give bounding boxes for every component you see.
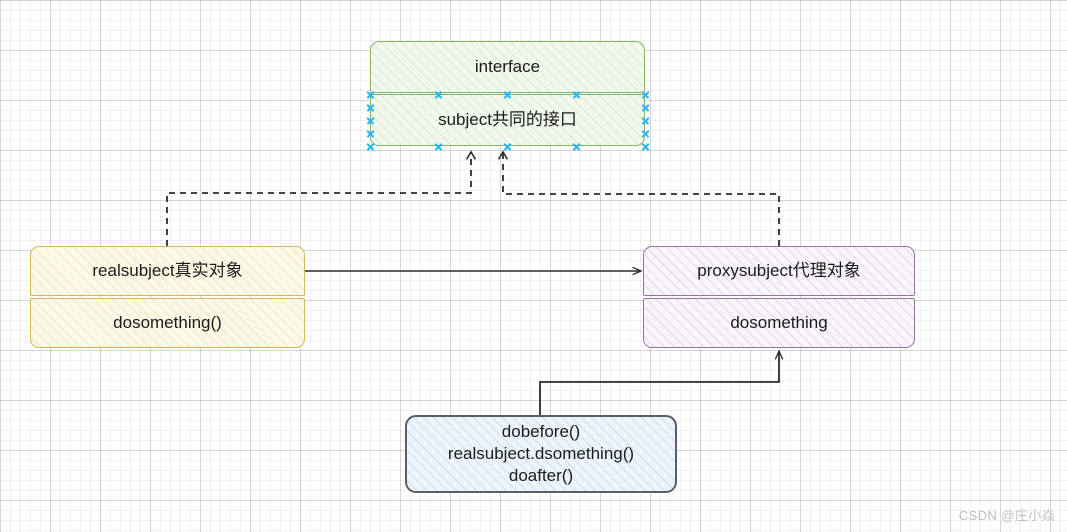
node-proxy-note-label: dobefore() realsubject.dsomething() doaf… — [447, 422, 635, 485]
edge-proxysubject-implements-interface — [503, 152, 780, 246]
node-realsubject-header[interactable]: realsubject真实对象 — [30, 246, 305, 296]
node-realsubject-body-label: dosomething() — [113, 313, 222, 333]
node-interface-body[interactable]: subject共同的接口 — [370, 94, 645, 146]
node-proxy-note[interactable]: dobefore() realsubject.dsomething() doaf… — [405, 415, 677, 493]
edge-realsubject-implements-interface — [166, 152, 471, 246]
node-proxysubject-body[interactable]: dosomething — [643, 298, 915, 348]
node-proxysubject-header[interactable]: proxysubject代理对象 — [643, 246, 915, 296]
watermark: CSDN @庄小焱 — [958, 508, 1055, 523]
node-interface-header-label: interface — [474, 57, 541, 77]
node-interface-header[interactable]: interface — [370, 41, 645, 93]
edge-note-to-proxysubject-dosomething — [539, 349, 784, 415]
node-realsubject-header-label: realsubject真实对象 — [92, 261, 243, 281]
node-proxysubject-header-label: proxysubject代理对象 — [697, 261, 861, 281]
node-realsubject-body[interactable]: dosomething() — [30, 298, 305, 348]
node-proxysubject-body-label: dosomething — [730, 313, 828, 333]
node-interface-body-label: subject共同的接口 — [438, 110, 577, 130]
